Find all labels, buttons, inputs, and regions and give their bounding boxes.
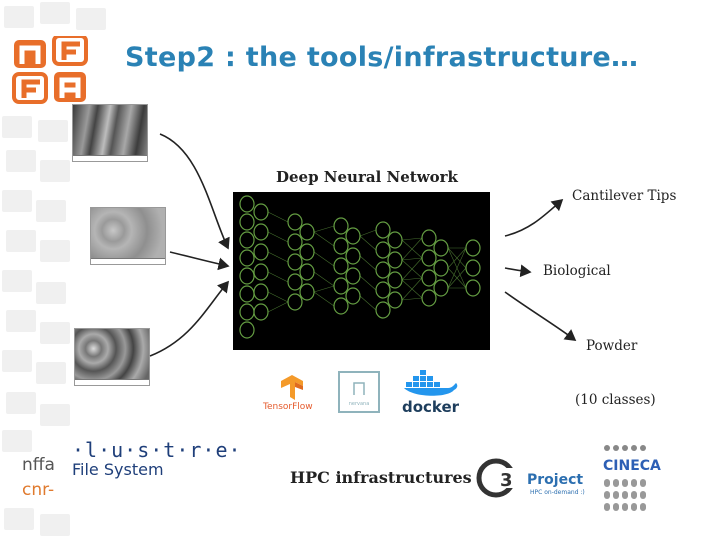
layer-3 <box>333 217 361 315</box>
project-label: Project <box>527 472 584 488</box>
slide-title: Step2 : the tools/infrastructure… <box>125 42 639 73</box>
partner-fragment-2: cnr- <box>22 480 55 500</box>
cineca-label: CINECA <box>603 458 661 474</box>
output-label-cantilever: Cantilever Tips <box>572 188 677 204</box>
network-connections <box>267 211 467 313</box>
tensorflow-label: TensorFlow <box>263 402 313 412</box>
lustre-subtitle: File System <box>72 460 164 479</box>
layer-2 <box>287 213 315 311</box>
nffa-logo <box>12 36 88 104</box>
sem-image-fibers <box>72 104 148 162</box>
output-label-classes: (10 classes) <box>575 392 656 408</box>
cineca-grid-icon <box>604 445 646 511</box>
nervana-label: nervana <box>348 401 370 407</box>
neural-network-graph <box>239 195 481 339</box>
layer-6 <box>465 239 481 297</box>
project-subtitle: HPC on-demand :) <box>530 489 585 496</box>
background-pattern <box>0 0 110 540</box>
sem-image-powder <box>74 328 150 386</box>
svg-text:3: 3 <box>500 470 513 491</box>
neural-network-diagram <box>233 192 490 350</box>
dnn-title: Deep Neural Network <box>276 168 458 186</box>
nervana-logo: nervana <box>338 371 380 413</box>
layer-5 <box>421 229 449 307</box>
lustre-logo-text: ·l·u·s·t·r·e· <box>72 438 242 462</box>
output-label-biological: Biological <box>543 263 611 279</box>
sem-image-biological <box>90 207 166 265</box>
docker-label: docker <box>402 398 460 416</box>
hpc-infrastructures-label: HPC infrastructures <box>290 468 472 487</box>
docker-icon <box>404 370 458 396</box>
c3-project-icon: 3 <box>476 458 516 498</box>
layer-4 <box>375 221 403 319</box>
partner-fragment-1: nffa <box>22 455 55 475</box>
output-label-powder: Powder <box>586 338 638 354</box>
nervana-icon <box>353 382 365 395</box>
layer-1 <box>239 195 269 339</box>
tensorflow-icon <box>281 375 303 400</box>
